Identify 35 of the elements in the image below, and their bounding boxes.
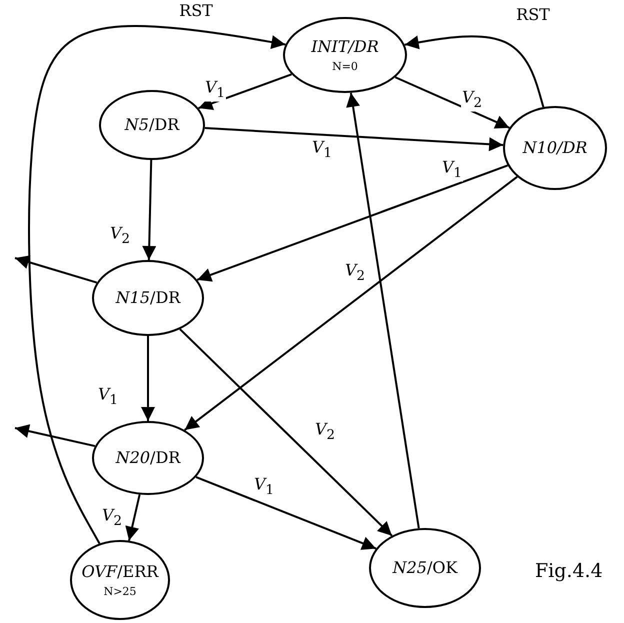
transition-arrow bbox=[14, 424, 96, 448]
state-name: N5/DR bbox=[124, 115, 180, 135]
state-name: OVF/ERR bbox=[82, 562, 158, 582]
transition-arrow bbox=[28, 25, 286, 544]
transition-arrow bbox=[179, 328, 393, 536]
state-name: N10/DR bbox=[522, 138, 588, 158]
transition-arrow bbox=[394, 76, 510, 129]
state-ellipse bbox=[70, 540, 170, 620]
state-ellipse bbox=[92, 421, 204, 495]
transition-arrow bbox=[184, 176, 518, 431]
transition-arrow bbox=[346, 92, 420, 528]
edge-label: V$_{1}$ bbox=[204, 78, 226, 102]
state-ellipse bbox=[503, 106, 607, 190]
transition-arrow bbox=[125, 494, 141, 541]
transition-arrow bbox=[204, 127, 504, 152]
transition-arrow bbox=[404, 35, 544, 108]
transition-arrow bbox=[142, 160, 156, 260]
state-condition: N=0 bbox=[332, 60, 358, 74]
state-ellipse bbox=[369, 528, 481, 608]
edge-label: V$_{1}$ bbox=[440, 158, 464, 182]
edge-label: V$_{2}$ bbox=[460, 88, 484, 112]
state-ellipse bbox=[283, 17, 407, 93]
state-condition: N>25 bbox=[104, 585, 136, 598]
state-name: INIT/DR bbox=[311, 36, 379, 56]
state-name: N15/DR bbox=[116, 288, 180, 308]
state-ellipse bbox=[99, 90, 205, 160]
transition-arrow bbox=[14, 255, 98, 284]
transition-arrow bbox=[196, 476, 376, 550]
transition-arrow bbox=[196, 164, 508, 282]
figure-number: Fig.4.4 bbox=[535, 560, 603, 582]
state-ellipse bbox=[92, 260, 204, 336]
state-name: N20/DR bbox=[116, 448, 180, 468]
transition-arrow bbox=[198, 73, 292, 110]
state-name: N25/OK bbox=[392, 558, 458, 578]
transition-arrow bbox=[141, 336, 155, 421]
